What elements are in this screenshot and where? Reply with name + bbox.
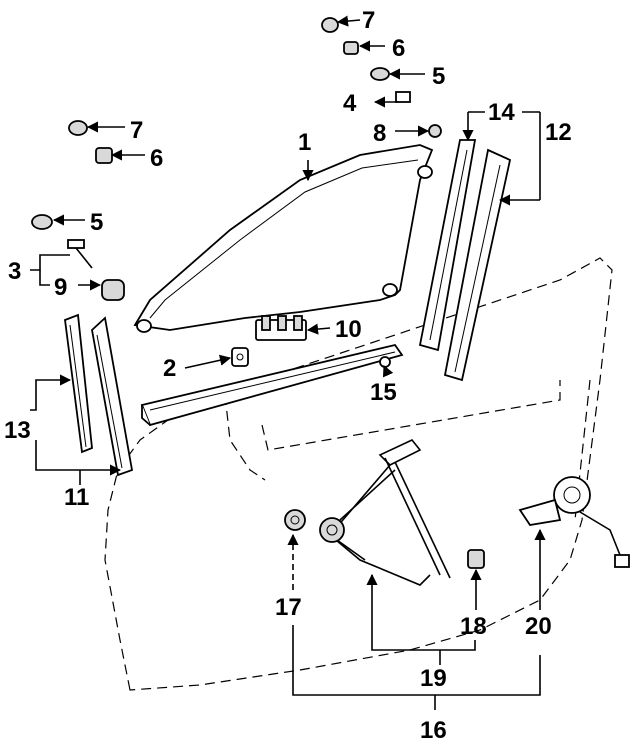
callout-12: 12 [545, 119, 572, 146]
callout-16: 16 [420, 717, 447, 744]
glass-lower-channel [140, 343, 404, 427]
door-glass [133, 144, 434, 333]
run-channel-clip [231, 347, 249, 367]
regulator-clip [467, 549, 485, 569]
window-regulator [319, 439, 451, 586]
callout-9: 9 [54, 274, 67, 301]
callout-14: 14 [488, 99, 515, 126]
callout-5-top: 5 [432, 63, 445, 90]
callout-4: 4 [343, 90, 357, 117]
leader-lines [30, 15, 546, 710]
callout-1: 1 [298, 129, 311, 156]
callout-7-top: 7 [362, 7, 375, 34]
callout-11: 11 [64, 484, 89, 511]
front-run-channel [64, 313, 134, 477]
callout-18: 18 [460, 613, 487, 640]
callout-5-left: 5 [90, 209, 103, 236]
callout-3: 3 [8, 258, 21, 285]
callout-labels: 7 6 5 4 8 7 6 5 3 9 1 10 2 15 14 12 13 1… [4, 7, 572, 744]
callout-2: 2 [163, 355, 176, 382]
callout-6-top: 6 [392, 35, 405, 62]
rear-run-channel [418, 139, 512, 382]
callout-15: 15 [370, 379, 397, 406]
callout-17: 17 [275, 594, 302, 621]
callout-19: 19 [420, 665, 447, 692]
upper-stop-parts-right [321, 17, 442, 138]
motor-gear [284, 509, 306, 531]
callout-7-left: 7 [130, 117, 143, 144]
window-motor [518, 476, 630, 568]
callout-8: 8 [373, 120, 386, 147]
callout-20: 20 [525, 613, 552, 640]
callout-6-left: 6 [150, 145, 163, 172]
callout-13: 13 [4, 417, 31, 444]
callout-10: 10 [335, 316, 362, 343]
upper-stop-parts-left [31, 120, 125, 301]
glass-channel-clips [255, 315, 307, 341]
